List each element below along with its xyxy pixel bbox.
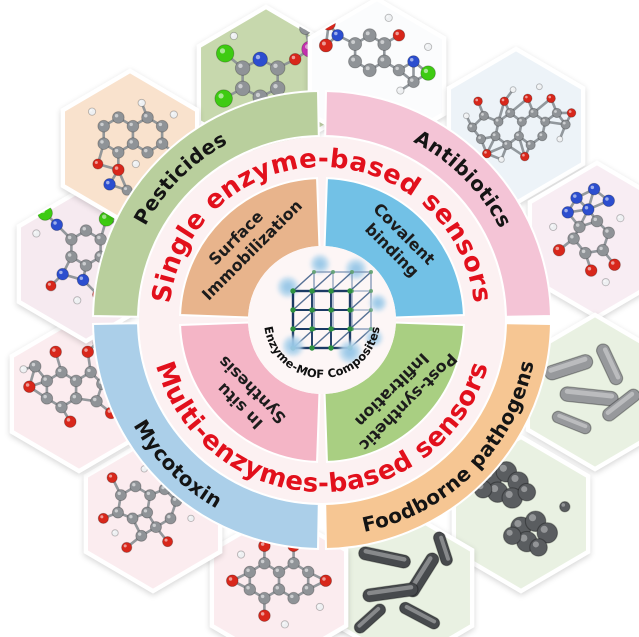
center-circle [248,246,396,394]
antibiotic-molecule-icon [307,0,447,156]
hexagon-pesticide-molecule-3 [57,68,203,228]
bacteria-sem-icon [335,508,475,637]
antibiotic-molecule-icon [527,160,639,320]
hexagon-mycotoxin-molecule-1 [206,508,352,637]
molecule-image [549,182,625,287]
molecule-image [226,539,332,629]
hexagon-antibiotic-molecule-1 [304,0,450,156]
mycotoxin-molecule-icon [209,508,349,637]
hexagon-pathogen-sem-3 [332,508,478,637]
arc-post-synthetic [323,321,465,463]
strategy-ring [179,177,465,463]
center-label: Enzyme-MOF Composites [261,325,382,381]
sem-rods-image [544,343,639,435]
mof-cube-icon [278,255,386,363]
strategy-label-post-synthetic-infiltration: Post-synthetic Infiltration [337,335,461,459]
pesticide-molecule-icon [60,68,200,228]
hexagon-antibiotic-molecule-3 [524,160,639,320]
strategy-label-in-situ-synthesis: In situ Synthesis [200,352,290,442]
strategy-label-covalent-binding: Covalent binding [355,199,443,287]
